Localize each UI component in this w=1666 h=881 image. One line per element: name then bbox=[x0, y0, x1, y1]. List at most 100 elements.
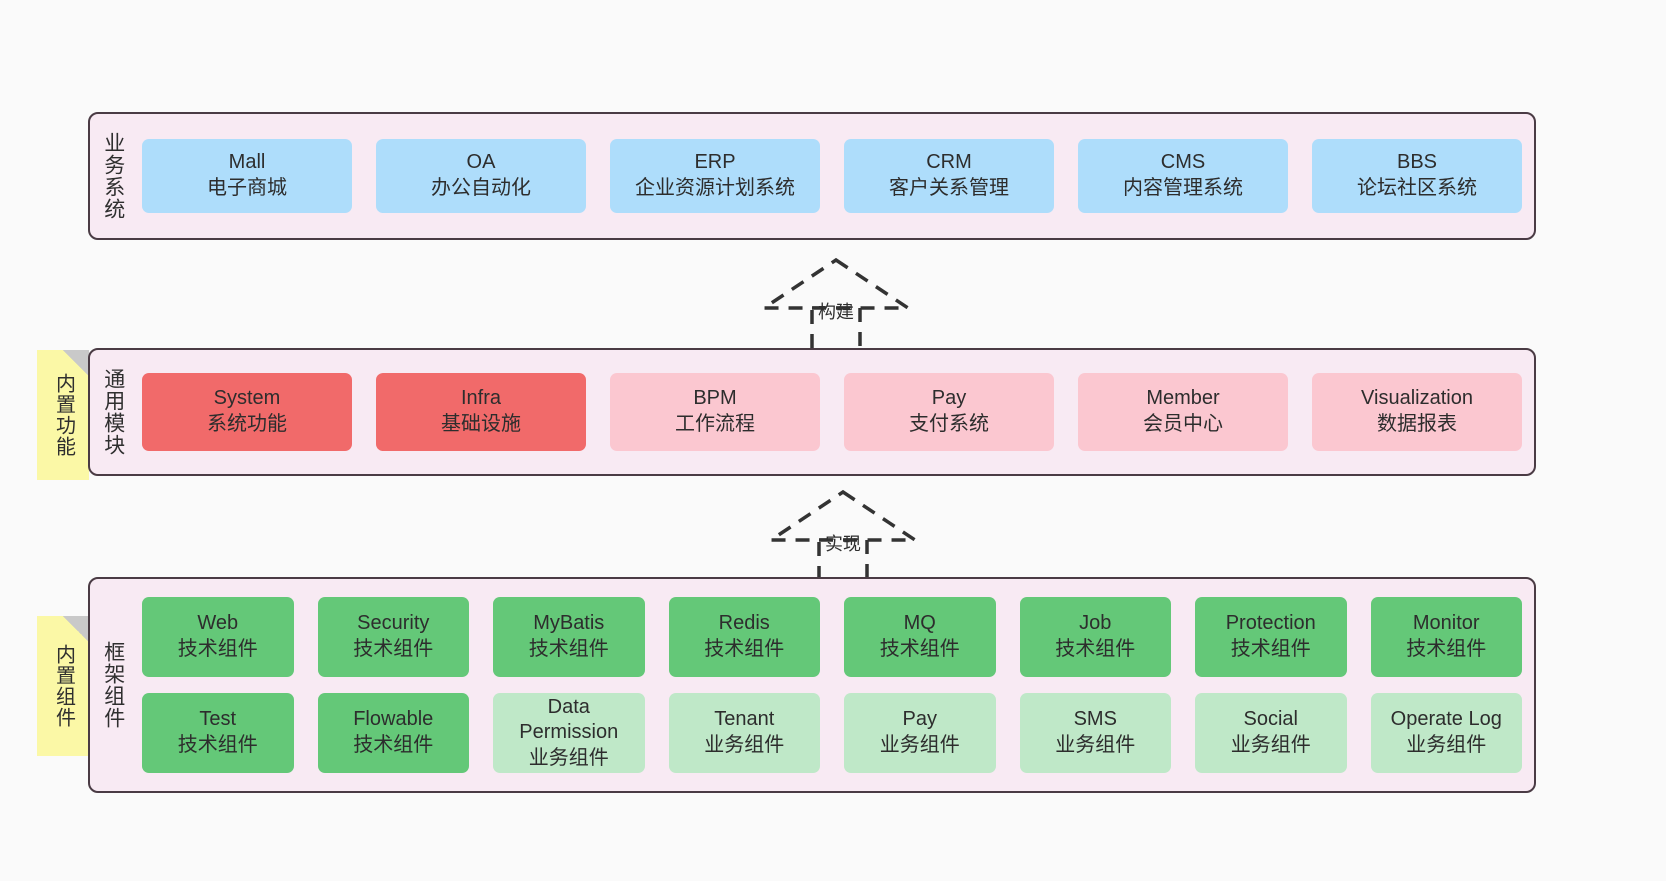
sticky-note-label: 内置功能 bbox=[52, 373, 75, 457]
card-title: Infra bbox=[460, 387, 502, 410]
business-card-erp[interactable]: ERP 企业资源计划系统 bbox=[610, 139, 820, 213]
card-subtitle: 系统功能 bbox=[207, 413, 287, 435]
module-card-member[interactable]: Member 会员中心 bbox=[1078, 373, 1288, 451]
card-subtitle: 业务组件 bbox=[879, 734, 960, 756]
card-subtitle: 基础设施 bbox=[441, 413, 521, 435]
card-subtitle: 技术组件 bbox=[177, 734, 258, 756]
framework-card-social[interactable]: Social 业务组件 bbox=[1195, 693, 1347, 773]
card-title: Mall bbox=[228, 151, 266, 174]
card-title: SMS bbox=[1073, 708, 1117, 731]
framework-card-flowable[interactable]: Flowable 技术组件 bbox=[317, 693, 469, 773]
card-subtitle: 电子商城 bbox=[207, 177, 287, 199]
card-subtitle: 支付系统 bbox=[909, 413, 989, 435]
card-subtitle: 客户关系管理 bbox=[889, 177, 1009, 199]
framework-components-row-2: Test 技术组件 Flowable 技术组件 Data Permission … bbox=[142, 693, 1522, 773]
framework-card-redis[interactable]: Redis 技术组件 bbox=[668, 597, 820, 677]
module-card-pay[interactable]: Pay 支付系统 bbox=[844, 373, 1054, 451]
sticky-note-label: 内置组件 bbox=[52, 644, 75, 728]
card-subtitle: 技术组件 bbox=[177, 638, 258, 660]
card-subtitle: 技术组件 bbox=[879, 638, 960, 660]
card-title: OA bbox=[466, 151, 496, 174]
arrow-stem bbox=[810, 306, 862, 352]
card-subtitle: 技术组件 bbox=[1055, 638, 1136, 660]
framework-card-protection[interactable]: Protection 技术组件 bbox=[1195, 597, 1347, 677]
card-subtitle: 数据报表 bbox=[1377, 413, 1457, 435]
framework-card-operate-log[interactable]: Operate Log 业务组件 bbox=[1370, 693, 1522, 773]
card-subtitle: 业务组件 bbox=[1055, 734, 1136, 756]
card-subtitle: 技术组件 bbox=[528, 638, 609, 660]
card-subtitle: 技术组件 bbox=[353, 734, 434, 756]
framework-card-mybatis[interactable]: MyBatis 技术组件 bbox=[493, 597, 645, 677]
business-card-cms[interactable]: CMS 内容管理系统 bbox=[1078, 139, 1288, 213]
generalization-arrow-realize: 实现 bbox=[763, 488, 923, 584]
framework-card-security[interactable]: Security 技术组件 bbox=[317, 597, 469, 677]
framework-components-layer-title: 框架组件 bbox=[101, 641, 125, 729]
module-card-infra[interactable]: Infra 基础设施 bbox=[376, 373, 586, 451]
generalization-arrow-build: 构建 bbox=[756, 256, 916, 352]
card-title: Redis bbox=[718, 612, 770, 635]
module-card-bpm[interactable]: BPM 工作流程 bbox=[610, 373, 820, 451]
common-modules-layer: 通用模块 System 系统功能 Infra 基础设施 BPM 工作流程 Pay… bbox=[88, 348, 1536, 476]
card-subtitle: 业务组件 bbox=[1406, 734, 1487, 756]
arrow-stem bbox=[817, 538, 869, 584]
card-title: Operate Log bbox=[1390, 708, 1502, 731]
card-subtitle: 论坛社区系统 bbox=[1357, 177, 1477, 199]
framework-card-job[interactable]: Job 技术组件 bbox=[1019, 597, 1171, 677]
card-title: Pay bbox=[931, 387, 967, 410]
module-card-visualization[interactable]: Visualization 数据报表 bbox=[1312, 373, 1522, 451]
card-title: CRM bbox=[926, 151, 972, 174]
card-subtitle: 办公自动化 bbox=[431, 177, 531, 199]
framework-card-sms[interactable]: SMS 业务组件 bbox=[1019, 693, 1171, 773]
card-title: Data Permission bbox=[519, 695, 619, 744]
sticky-note-builtin-features: 内置功能 bbox=[37, 350, 89, 480]
card-title: Job bbox=[1079, 612, 1112, 635]
card-title: BBS bbox=[1396, 151, 1438, 174]
framework-card-web[interactable]: Web 技术组件 bbox=[142, 597, 294, 677]
card-subtitle: 技术组件 bbox=[704, 638, 785, 660]
card-subtitle: 技术组件 bbox=[353, 638, 434, 660]
card-subtitle: 业务组件 bbox=[704, 734, 785, 756]
card-title: Visualization bbox=[1361, 387, 1473, 410]
card-title: Security bbox=[357, 612, 430, 635]
framework-card-test[interactable]: Test 技术组件 bbox=[142, 693, 294, 773]
sticky-note-builtin-components: 内置组件 bbox=[37, 616, 89, 756]
card-title: MyBatis bbox=[533, 612, 605, 635]
framework-card-mq[interactable]: MQ 技术组件 bbox=[844, 597, 996, 677]
card-title: System bbox=[213, 387, 281, 410]
framework-card-data-permission[interactable]: Data Permission 业务组件 bbox=[493, 693, 645, 773]
framework-card-monitor[interactable]: Monitor 技术组件 bbox=[1370, 597, 1522, 677]
business-systems-layer: 业务系统 Mall 电子商城 OA 办公自动化 ERP 企业资源计划系统 CRM… bbox=[88, 112, 1536, 240]
card-subtitle: 业务组件 bbox=[1230, 734, 1311, 756]
card-subtitle: 工作流程 bbox=[675, 413, 755, 435]
business-card-oa[interactable]: OA 办公自动化 bbox=[376, 139, 586, 213]
card-subtitle: 业务组件 bbox=[528, 746, 609, 769]
card-title: Protection bbox=[1225, 612, 1316, 635]
card-title: BPM bbox=[693, 387, 737, 410]
common-modules-layer-title: 通用模块 bbox=[101, 368, 125, 456]
business-card-bbs[interactable]: BBS 论坛社区系统 bbox=[1312, 139, 1522, 213]
card-title: Test bbox=[199, 708, 237, 731]
card-title: Pay bbox=[902, 708, 937, 731]
business-card-mall[interactable]: Mall 电子商城 bbox=[142, 139, 352, 213]
framework-components-card-area: Web 技术组件 Security 技术组件 MyBatis 技术组件 Redi… bbox=[136, 579, 1534, 791]
framework-components-row-1: Web 技术组件 Security 技术组件 MyBatis 技术组件 Redi… bbox=[142, 597, 1522, 677]
card-title: ERP bbox=[694, 151, 736, 174]
card-title: CMS bbox=[1160, 151, 1206, 174]
framework-card-pay[interactable]: Pay 业务组件 bbox=[844, 693, 996, 773]
business-systems-layer-title: 业务系统 bbox=[101, 132, 125, 220]
card-title: Monitor bbox=[1412, 612, 1480, 635]
card-subtitle: 技术组件 bbox=[1230, 638, 1311, 660]
card-title: Tenant bbox=[714, 708, 775, 731]
card-title: MQ bbox=[903, 612, 936, 635]
card-title: Member bbox=[1146, 387, 1220, 410]
business-systems-row: Mall 电子商城 OA 办公自动化 ERP 企业资源计划系统 CRM 客户关系… bbox=[142, 139, 1522, 213]
card-subtitle: 企业资源计划系统 bbox=[635, 177, 795, 199]
arrow-label-realize: 实现 bbox=[825, 534, 861, 554]
framework-card-tenant[interactable]: Tenant 业务组件 bbox=[668, 693, 820, 773]
card-title: Web bbox=[197, 612, 239, 635]
card-subtitle: 内容管理系统 bbox=[1123, 177, 1243, 199]
business-card-crm[interactable]: CRM 客户关系管理 bbox=[844, 139, 1054, 213]
module-card-system[interactable]: System 系统功能 bbox=[142, 373, 352, 451]
arrow-head-triangle bbox=[765, 489, 921, 542]
card-title: Flowable bbox=[353, 708, 434, 731]
